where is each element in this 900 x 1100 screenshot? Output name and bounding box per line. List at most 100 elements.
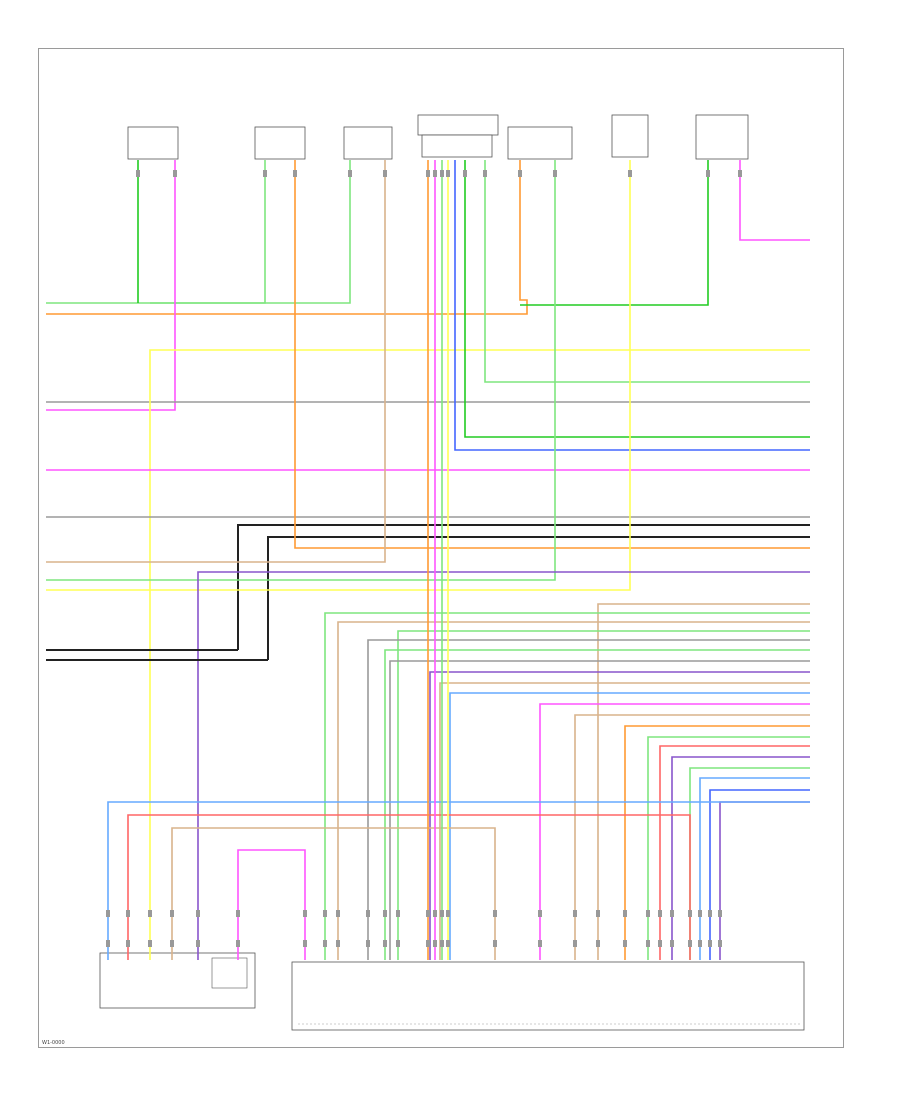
bottom-pin-b-27 xyxy=(718,940,722,947)
wire-stack-2 xyxy=(337,621,810,960)
bottom-pin-b-18 xyxy=(573,940,577,947)
top-pin-10 xyxy=(463,170,467,177)
wire-orange-bus xyxy=(46,160,528,315)
wire-lg-2 xyxy=(484,160,810,383)
bottom-pin-8 xyxy=(336,910,340,917)
wire-bottom-tan xyxy=(171,827,496,960)
bottom-pin-17 xyxy=(538,910,542,917)
connector-pins xyxy=(106,170,742,947)
bottom-pin-b-9 xyxy=(366,940,370,947)
wire-stack-13 xyxy=(647,736,810,960)
bottom-pin-b-12 xyxy=(426,940,430,947)
component-box-6 xyxy=(611,114,649,158)
bottom-pin-2 xyxy=(148,910,152,917)
bottom-pin-23 xyxy=(670,910,674,917)
wire-bottom-red xyxy=(127,814,691,960)
top-components xyxy=(127,114,749,160)
wire-stack-4 xyxy=(367,639,810,960)
bottom-pin-24 xyxy=(688,910,692,917)
top-pin-1 xyxy=(173,170,177,177)
wire-stack-8 xyxy=(439,682,810,960)
bottom-pin-b-6 xyxy=(303,940,307,947)
bottom-pin-b-13 xyxy=(433,940,437,947)
wire-green-bus-right xyxy=(520,160,709,306)
bottom-pin-b-10 xyxy=(383,940,387,947)
bottom-pin-3 xyxy=(170,910,174,917)
bottom-pin-b-5 xyxy=(236,940,240,947)
top-pin-9 xyxy=(446,170,450,177)
wire-stack-15 xyxy=(671,756,810,960)
bottom-pin-22 xyxy=(658,910,662,917)
top-pin-0 xyxy=(136,170,140,177)
top-pin-12 xyxy=(518,170,522,177)
bottom-pin-12 xyxy=(426,910,430,917)
wire-stack-5 xyxy=(384,649,810,960)
wire-stack-6 xyxy=(389,660,810,960)
wires xyxy=(46,160,810,960)
top-pin-6 xyxy=(426,170,430,177)
wire-stack-3 xyxy=(397,630,810,960)
component-box-3 xyxy=(343,126,393,160)
top-pin-3 xyxy=(293,170,297,177)
bottom-pin-20 xyxy=(623,910,627,917)
bottom-pin-b-22 xyxy=(658,940,662,947)
bottom-pin-b-14 xyxy=(440,940,444,947)
component-box-2 xyxy=(254,126,306,160)
module-left xyxy=(99,952,256,1009)
bottom-pin-7 xyxy=(323,910,327,917)
bottom-pin-b-0 xyxy=(106,940,110,947)
bottom-pin-b-1 xyxy=(126,940,130,947)
wire-yellow-2 xyxy=(46,160,631,591)
wire-stack-12 xyxy=(624,725,810,960)
top-pin-2 xyxy=(263,170,267,177)
bottom-pin-b-23 xyxy=(670,940,674,947)
bottom-pin-4 xyxy=(196,910,200,917)
bottom-pin-13 xyxy=(433,910,437,917)
bottom-pin-16 xyxy=(493,910,497,917)
wire-stack-19 xyxy=(719,801,810,960)
wire-lg-bus-1 xyxy=(46,160,266,304)
bottom-pin-b-4 xyxy=(196,940,200,947)
wire-black-2 xyxy=(267,536,810,660)
bottom-pin-21 xyxy=(646,910,650,917)
bottom-pin-b-26 xyxy=(708,940,712,947)
bottom-pin-b-16 xyxy=(493,940,497,947)
bottom-pin-1 xyxy=(126,910,130,917)
wire-stack-14 xyxy=(659,745,810,960)
top-pin-16 xyxy=(738,170,742,177)
top-pin-5 xyxy=(383,170,387,177)
wire-pink-right xyxy=(739,160,810,241)
bottom-pin-14 xyxy=(440,910,444,917)
component-box-4 xyxy=(417,114,499,136)
top-pin-11 xyxy=(483,170,487,177)
wire-stack-11 xyxy=(574,714,810,960)
bottom-pin-9 xyxy=(366,910,370,917)
wire-violet-1 xyxy=(197,571,810,960)
wire-tan-1 xyxy=(46,160,386,563)
wire-stack-0 xyxy=(597,603,810,960)
top-pin-15 xyxy=(706,170,710,177)
bottom-pin-10 xyxy=(383,910,387,917)
top-pin-8 xyxy=(440,170,444,177)
figure-code: W1-0000 xyxy=(42,1040,65,1046)
bottom-pin-b-25 xyxy=(698,940,702,947)
wire-orange-2 xyxy=(294,160,810,549)
bottom-pin-11 xyxy=(396,910,400,917)
bottom-pin-b-17 xyxy=(538,940,542,947)
wire-green-2 xyxy=(464,160,810,438)
wire-yellow-1 xyxy=(149,349,810,960)
wire-black-1 xyxy=(237,524,810,650)
bottom-modules xyxy=(99,952,805,1031)
bottom-pin-b-11 xyxy=(396,940,400,947)
bottom-pin-25 xyxy=(698,910,702,917)
top-pin-4 xyxy=(348,170,352,177)
bottom-pin-b-24 xyxy=(688,940,692,947)
bottom-pin-15 xyxy=(446,910,450,917)
wire-stack-1 xyxy=(324,612,810,960)
bottom-pin-26 xyxy=(708,910,712,917)
top-pin-14 xyxy=(628,170,632,177)
module-powertrain xyxy=(291,961,805,1031)
bottom-pin-b-15 xyxy=(446,940,450,947)
bottom-pin-b-19 xyxy=(596,940,600,947)
